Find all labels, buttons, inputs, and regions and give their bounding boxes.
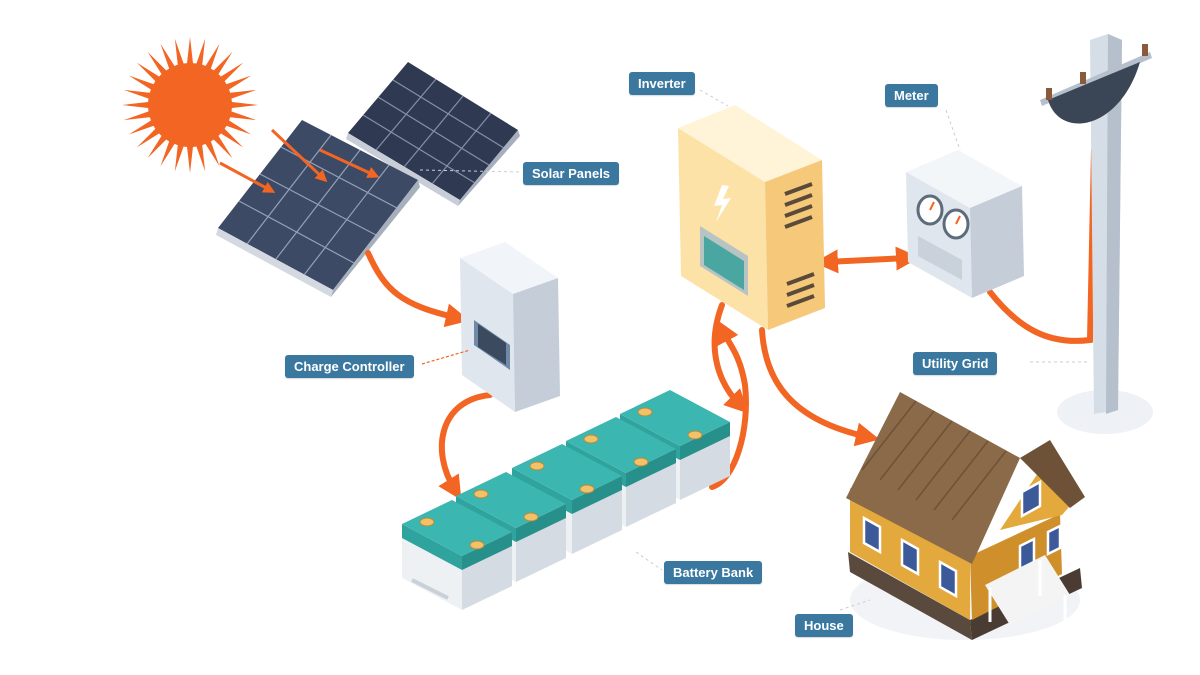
lightning-bolt-icon bbox=[714, 185, 731, 222]
sun-ray bbox=[123, 110, 152, 121]
sun-ray bbox=[128, 75, 156, 91]
meter-label: Meter bbox=[885, 84, 938, 107]
solar-panels bbox=[216, 62, 520, 297]
sun-ray bbox=[229, 101, 258, 109]
sun-ray bbox=[212, 134, 233, 159]
sun-ray bbox=[186, 37, 194, 66]
sun-ray bbox=[147, 134, 168, 159]
sun-icon bbox=[122, 37, 258, 173]
house-label: House bbox=[795, 614, 853, 637]
sun-ray bbox=[174, 143, 185, 172]
sun-ray bbox=[228, 110, 257, 121]
sun-ray bbox=[224, 75, 252, 91]
sun-ray bbox=[219, 62, 244, 83]
sun-ray bbox=[228, 89, 257, 100]
sun-ray bbox=[122, 101, 151, 109]
house bbox=[846, 392, 1085, 640]
sun-ray bbox=[212, 51, 233, 76]
battery-bank-label: Battery Bank bbox=[664, 561, 763, 584]
sun-ray bbox=[136, 62, 161, 83]
meter-dial-icon bbox=[916, 194, 970, 240]
sun-ray bbox=[186, 144, 194, 173]
sun-ray bbox=[147, 51, 168, 76]
solar-panels-label: Solar Panels bbox=[523, 162, 620, 185]
sun-ray bbox=[136, 127, 161, 148]
sun-ray bbox=[204, 139, 220, 167]
sun-ray bbox=[224, 119, 252, 135]
sun-ray bbox=[123, 89, 152, 100]
battery bbox=[402, 500, 512, 610]
charge-controller-label: Charge Controller bbox=[285, 355, 414, 378]
sun-ray bbox=[160, 139, 176, 167]
charge-controller bbox=[460, 242, 560, 412]
sun-ray bbox=[128, 119, 156, 135]
sun-ray bbox=[195, 143, 206, 172]
sun-ray bbox=[174, 38, 185, 67]
utility-pole bbox=[1040, 34, 1153, 434]
sun-ray bbox=[219, 127, 244, 148]
meter-unit bbox=[906, 150, 1024, 298]
utility-grid-label: Utility Grid bbox=[913, 352, 998, 375]
sun-ray bbox=[195, 38, 206, 67]
inverter-label: Inverter bbox=[629, 72, 695, 95]
sun-ray bbox=[160, 43, 176, 71]
inverter-unit bbox=[678, 105, 825, 330]
sun-ray bbox=[204, 43, 220, 71]
battery-bank bbox=[402, 390, 730, 610]
